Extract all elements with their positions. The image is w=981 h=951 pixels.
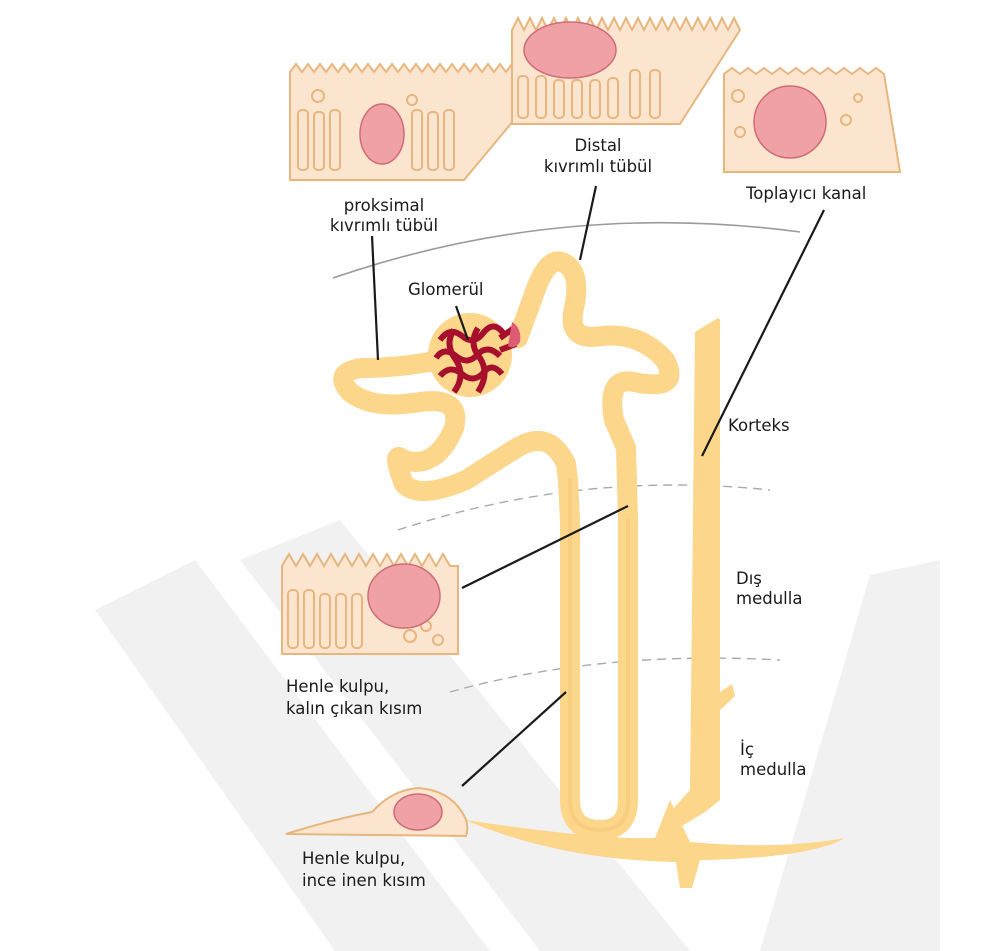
label-outer-medulla-1: Dış (736, 569, 762, 588)
nucleus-proximal (360, 104, 404, 164)
label-thick-2: kalın çıkan kısım (286, 699, 422, 718)
label-glomerulus: Glomerül (408, 280, 484, 299)
cell-distal (512, 18, 740, 124)
label-outer-medulla-2: medulla (736, 589, 802, 608)
nucleus-collecting (754, 86, 826, 158)
nucleus-thin (394, 794, 442, 830)
label-distal-2: kıvrımlı tübül (544, 157, 652, 176)
glomerulus (428, 313, 520, 397)
cell-collecting (724, 68, 900, 172)
label-inner-medulla-1: İç (740, 740, 754, 759)
leader-distal (580, 186, 596, 260)
label-cortex: Korteks (728, 416, 790, 435)
nucleus-thick (368, 564, 440, 628)
label-collecting: Toplayıcı kanal (745, 184, 866, 203)
leader-thick (462, 506, 628, 588)
label-thick-1: Henle kulpu, (286, 677, 389, 696)
distal-convoluted-tubule (518, 261, 669, 800)
label-inner-medulla-2: medulla (740, 760, 806, 779)
label-proximal-2: kıvrımlı tübül (330, 216, 438, 235)
watermark-chevron-right (760, 560, 940, 951)
cell-thick-ascending (282, 554, 458, 654)
label-proximal-1: proksimal (344, 196, 425, 215)
label-thin-1: Henle kulpu, (302, 849, 405, 868)
leader-proximal (372, 236, 378, 360)
nucleus-distal (524, 22, 616, 78)
label-distal-1: Distal (574, 136, 621, 155)
label-thin-2: ince inen kısım (302, 871, 426, 890)
